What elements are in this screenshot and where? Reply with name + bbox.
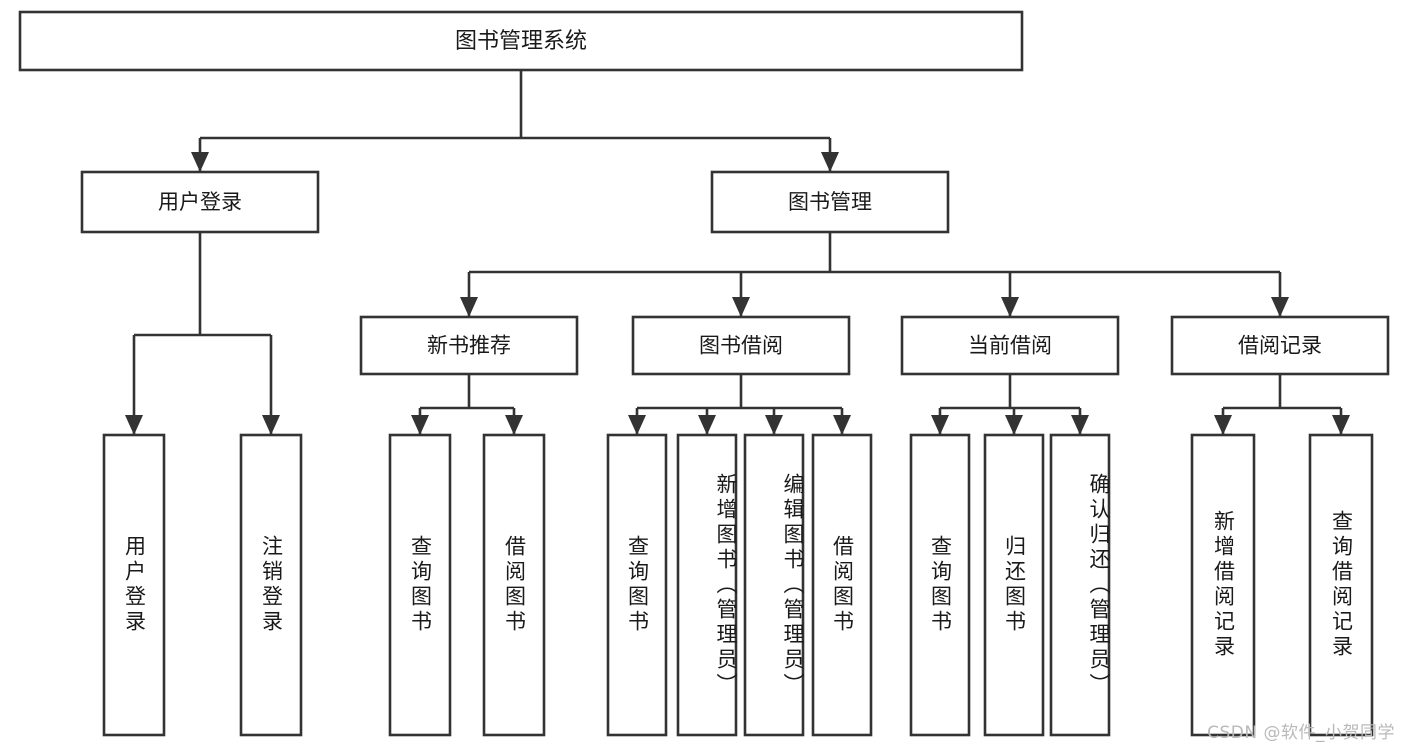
node-leaf-5[interactable] xyxy=(676,433,738,737)
node-leaf-0[interactable] xyxy=(102,433,166,737)
node-level1-label-0: 用户登录 xyxy=(158,190,242,214)
node-leaf-8[interactable] xyxy=(909,433,971,737)
arrow-head-icon xyxy=(698,415,716,435)
arrow-head-icon xyxy=(262,415,280,435)
node-level2-2[interactable] xyxy=(900,315,1120,376)
node-level2-label-1: 图书借阅 xyxy=(699,334,783,358)
arrow-head-icon xyxy=(1214,415,1232,435)
arrow-head-icon xyxy=(460,297,478,317)
arrow-head-icon xyxy=(1001,297,1019,317)
node-level1-0[interactable] xyxy=(80,170,320,234)
node-root-label: 图书管理系统 xyxy=(455,29,587,54)
arrow-head-icon xyxy=(125,415,143,435)
node-root[interactable] xyxy=(18,10,1024,72)
arrow-head-icon xyxy=(628,415,646,435)
node-leaf-2[interactable] xyxy=(388,433,452,737)
arrow-head-icon xyxy=(1332,415,1350,435)
node-leaf-4[interactable] xyxy=(606,433,668,737)
node-leaf-9[interactable] xyxy=(983,433,1045,737)
arrow-head-icon xyxy=(1071,415,1089,435)
arrow-head-icon xyxy=(765,415,783,435)
node-level2-1[interactable] xyxy=(631,315,851,376)
arrow-head-icon xyxy=(411,415,429,435)
arrow-head-icon xyxy=(931,415,949,435)
arrow-head-icon xyxy=(1271,297,1289,317)
arrow-head-icon xyxy=(732,297,750,317)
node-leaf-12[interactable] xyxy=(1308,433,1374,737)
node-level1-1[interactable] xyxy=(710,170,950,234)
node-leaf-3[interactable] xyxy=(482,433,546,737)
arrow-head-icon xyxy=(505,415,523,435)
node-level1-label-1: 图书管理 xyxy=(788,190,872,214)
node-level2-0[interactable] xyxy=(359,315,579,376)
arrow-head-icon xyxy=(1005,415,1023,435)
connector-lines xyxy=(125,70,1350,435)
node-level2-label-2: 当前借阅 xyxy=(968,334,1052,358)
watermark-text: CSDN @软件_小贺同学 xyxy=(1207,723,1395,743)
arrow-head-icon xyxy=(191,152,209,172)
node-leaf-11[interactable] xyxy=(1190,433,1256,737)
node-level2-label-0: 新书推荐 xyxy=(427,334,511,358)
node-leaf-1[interactable] xyxy=(239,433,303,737)
arrow-head-icon xyxy=(821,152,839,172)
node-leaf-7[interactable] xyxy=(811,433,873,737)
node-leaf-10[interactable] xyxy=(1049,433,1111,737)
arrow-head-icon xyxy=(833,415,851,435)
node-leaf-6[interactable] xyxy=(743,433,805,737)
node-level2-label-3: 借阅记录 xyxy=(1238,334,1322,358)
node-level2-3[interactable] xyxy=(1170,315,1390,376)
